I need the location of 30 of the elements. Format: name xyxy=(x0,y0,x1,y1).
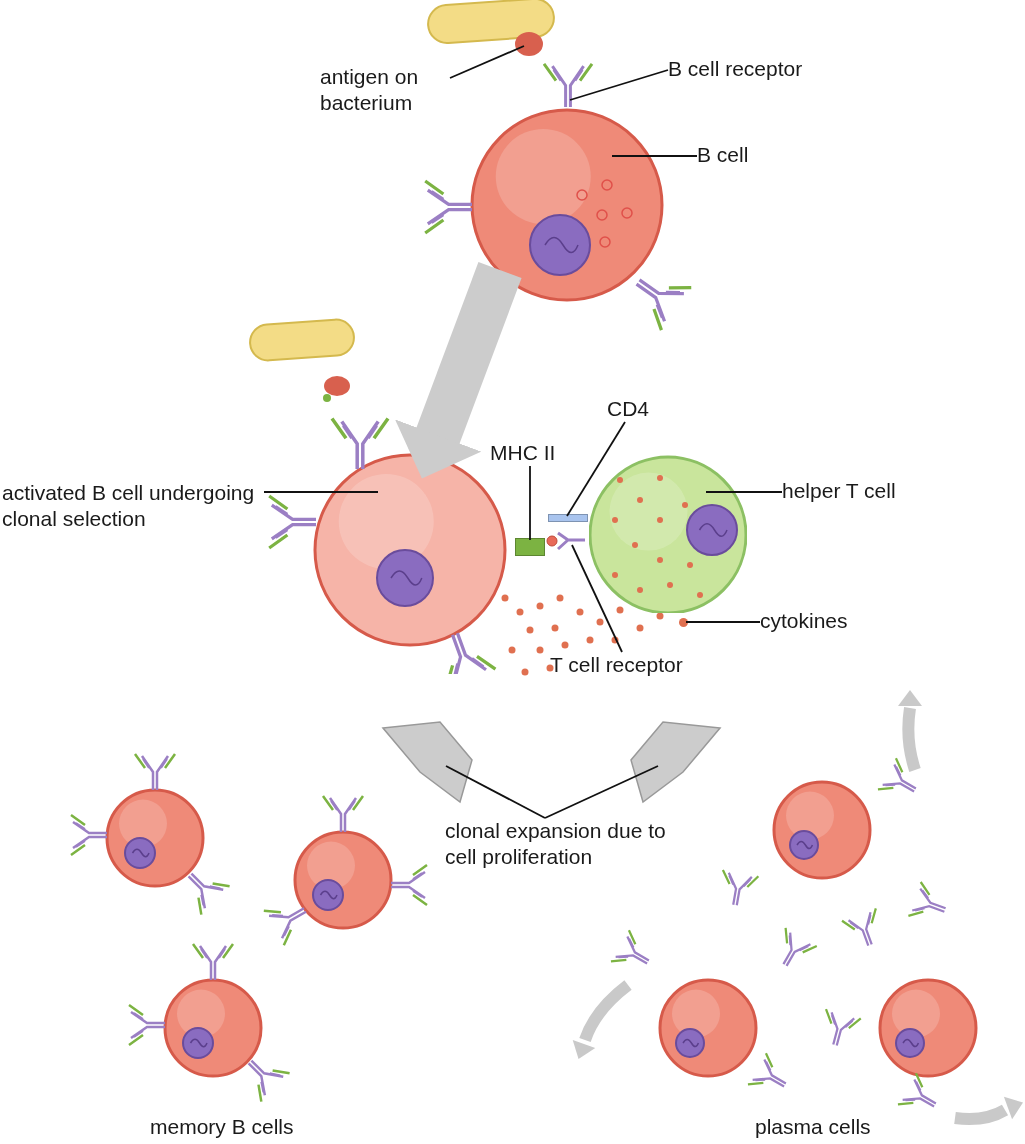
leader-line xyxy=(705,491,783,493)
leader-line xyxy=(571,544,623,653)
leader-line xyxy=(566,421,626,517)
callout-label: cytokines xyxy=(760,608,848,634)
cd4-box xyxy=(548,514,588,522)
callout-label: activated B cell undergoing clonal selection xyxy=(2,480,264,532)
leader-line xyxy=(685,621,761,623)
callout-label: antigen on bacterium xyxy=(320,64,450,116)
leader-line xyxy=(445,765,546,819)
receptor-drawing xyxy=(546,530,586,552)
callout-label: helper T cell xyxy=(782,478,896,504)
leader-line xyxy=(529,465,531,541)
leader-line xyxy=(611,155,698,157)
leader-line xyxy=(263,491,379,493)
group-label: memory B cells xyxy=(150,1114,294,1140)
group-label: plasma cells xyxy=(755,1114,871,1140)
callout-label: CD4 xyxy=(607,396,649,422)
callout-label: B cell xyxy=(697,142,749,168)
receptor-drawing xyxy=(543,60,595,107)
cytokine-dot xyxy=(679,618,688,627)
callout-label: B cell receptor xyxy=(668,56,803,82)
callout-label: MHC II xyxy=(490,440,556,466)
callout-label: clonal expansion due to cell proliferation xyxy=(445,818,675,870)
mhc-box xyxy=(515,538,545,556)
leader-line xyxy=(449,45,525,79)
block-arrow xyxy=(395,261,522,479)
leader-line xyxy=(569,69,669,101)
leader-line xyxy=(544,765,659,819)
cell-drawing xyxy=(589,455,747,613)
callout-label: T cell receptor xyxy=(550,652,683,678)
